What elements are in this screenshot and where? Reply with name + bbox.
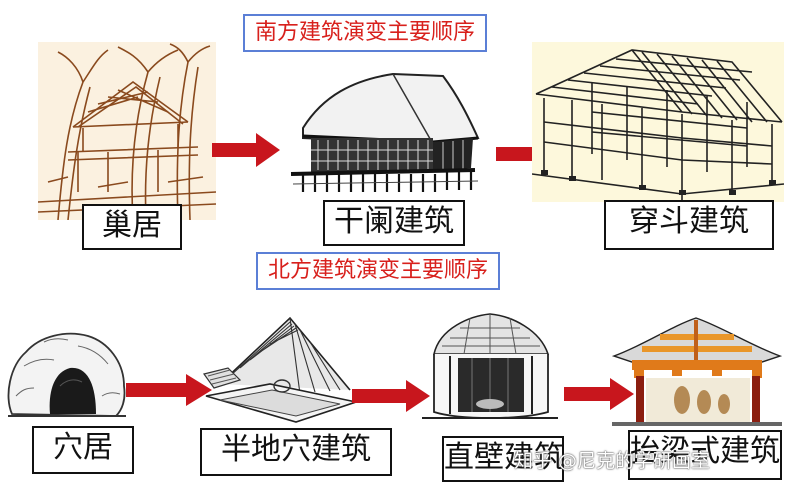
arrow-right-icon <box>212 133 280 167</box>
arrow-right-icon <box>564 378 634 410</box>
stilt-house-icon <box>290 72 480 192</box>
stage-label-tailiang: 抬梁式建筑 <box>628 430 782 480</box>
arrow-right-icon <box>352 380 430 412</box>
chuandou-frame-icon <box>532 49 784 202</box>
stage-label-cave-dwelling: 穴居 <box>32 426 134 474</box>
cave-dwelling-icon <box>7 332 126 417</box>
tree-nest-dwelling-icon <box>38 43 216 220</box>
tree-nest-dwelling-illustration <box>38 42 216 220</box>
semi-pit-dwelling-illustration <box>200 314 360 426</box>
tailiang-frame-illustration <box>612 316 782 426</box>
tailiang-frame-icon <box>612 317 782 426</box>
straight-wall-hut-icon <box>422 313 558 419</box>
straight-wall-hut-illustration <box>420 308 560 426</box>
stilt-house-illustration <box>283 66 483 194</box>
arrow-right-icon <box>126 374 212 406</box>
stage-label-semi-pit: 半地穴建筑 <box>200 428 392 476</box>
stage-label-chuandou: 穿斗建筑 <box>604 200 774 250</box>
north-sequence-title: 北方建筑演变主要顺序 <box>256 252 501 290</box>
south-sequence-title: 南方建筑演变主要顺序 <box>243 14 488 52</box>
stage-label-tree-nest: 巢居 <box>82 204 182 250</box>
stage-label-straight-wall: 直壁建筑 <box>442 436 564 482</box>
stage-label-stilt-house: 干阑建筑 <box>323 200 465 246</box>
semi-pit-dwelling-icon <box>202 316 360 423</box>
watermark-text: 知乎 @尼克的学研画室 <box>514 450 711 472</box>
chuandou-frame-illustration <box>532 42 784 202</box>
cave-dwelling-illustration <box>4 326 128 422</box>
